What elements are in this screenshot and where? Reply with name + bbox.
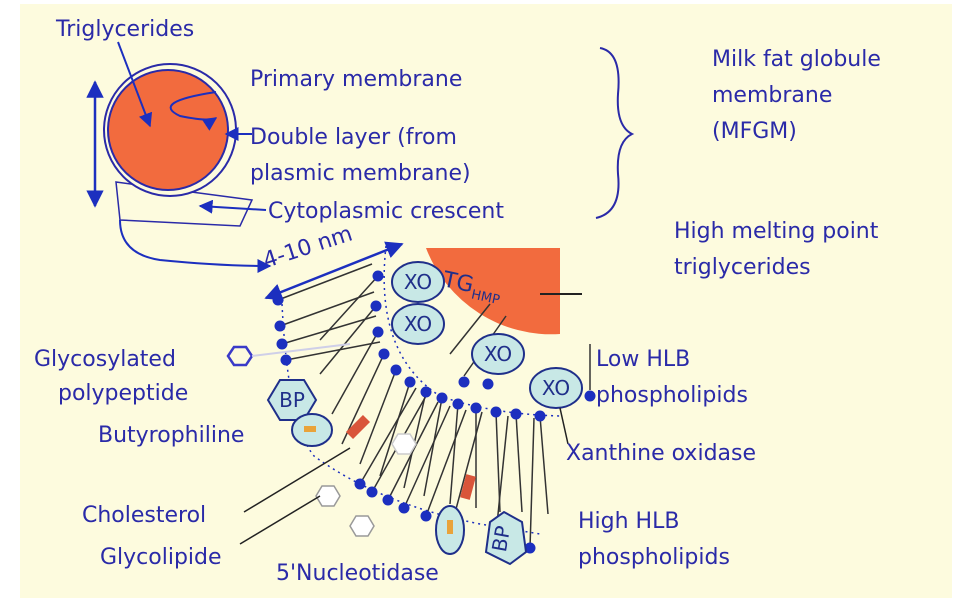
label-triglycerides: Triglycerides <box>55 17 194 42</box>
label-double-layer-line1: Double layer (from <box>250 125 457 150</box>
label-mfgm-line2: membrane <box>712 83 832 108</box>
label-high-hlb-line1: High HLB <box>578 509 679 534</box>
xo-protein: XO <box>392 262 444 302</box>
bp-label: BP <box>279 388 305 412</box>
label-cholesterol: Cholesterol <box>82 503 206 528</box>
label-glycosylated-line2: polypeptide <box>58 381 188 406</box>
label-mfgm-line1: Milk fat globule <box>712 47 881 72</box>
xo-protein: XO <box>530 368 582 408</box>
label-xanthine-oxidase: Xanthine oxidase <box>566 441 756 466</box>
mfgm-diagram: XO XO XO XO BP BP Triglycerides Primary … <box>20 4 952 598</box>
diagram-canvas: XO XO XO XO BP BP Triglycerides Primary … <box>20 4 952 598</box>
label-nucleotidase: 5'Nucleotidase <box>276 561 439 586</box>
label-butyrophiline: Butyrophiline <box>98 423 244 448</box>
label-high-melting-line1: High melting point <box>674 219 879 244</box>
nucleotidase-marker <box>447 520 453 534</box>
xo-label: XO <box>404 270 432 294</box>
label-high-hlb-line2: phospholipids <box>578 545 730 570</box>
label-low-hlb-line1: Low HLB <box>596 347 690 372</box>
label-double-layer-line2: plasmic membrane) <box>250 161 471 186</box>
glycosylated-polypeptide-shape <box>228 347 252 365</box>
xo-label: XO <box>542 376 570 400</box>
zoom-pointer <box>120 220 270 266</box>
tg-main: TG <box>440 267 476 298</box>
label-low-hlb-line2: phospholipids <box>596 383 748 408</box>
fat-globule <box>104 64 252 226</box>
label-glycolipide: Glycolipide <box>100 545 222 570</box>
label-primary-membrane: Primary membrane <box>250 67 462 92</box>
triglyceride-core <box>108 70 228 190</box>
xo-label: XO <box>404 312 432 336</box>
label-high-melting-line2: triglycerides <box>674 255 811 280</box>
label-glycosylated-line1: Glycosylated <box>34 347 176 372</box>
butyrophiline-protein: BP <box>486 512 526 564</box>
label-mfgm-line3: (MFGM) <box>712 119 797 144</box>
xo-label: XO <box>484 342 512 366</box>
label-thickness: 4-10 nm <box>260 221 356 273</box>
nucleotidase-sugar-shape <box>350 516 374 536</box>
xo-leader <box>560 408 568 444</box>
label-cytoplasmic-crescent: Cytoplasmic crescent <box>268 199 504 224</box>
mfgm-bracket <box>596 48 632 218</box>
xo-protein: XO <box>392 304 444 344</box>
butyrophiline-marker <box>304 426 316 432</box>
xo-protein: XO <box>472 334 524 374</box>
bp-label: BP <box>487 524 515 554</box>
glycolipide-leader <box>240 496 320 544</box>
